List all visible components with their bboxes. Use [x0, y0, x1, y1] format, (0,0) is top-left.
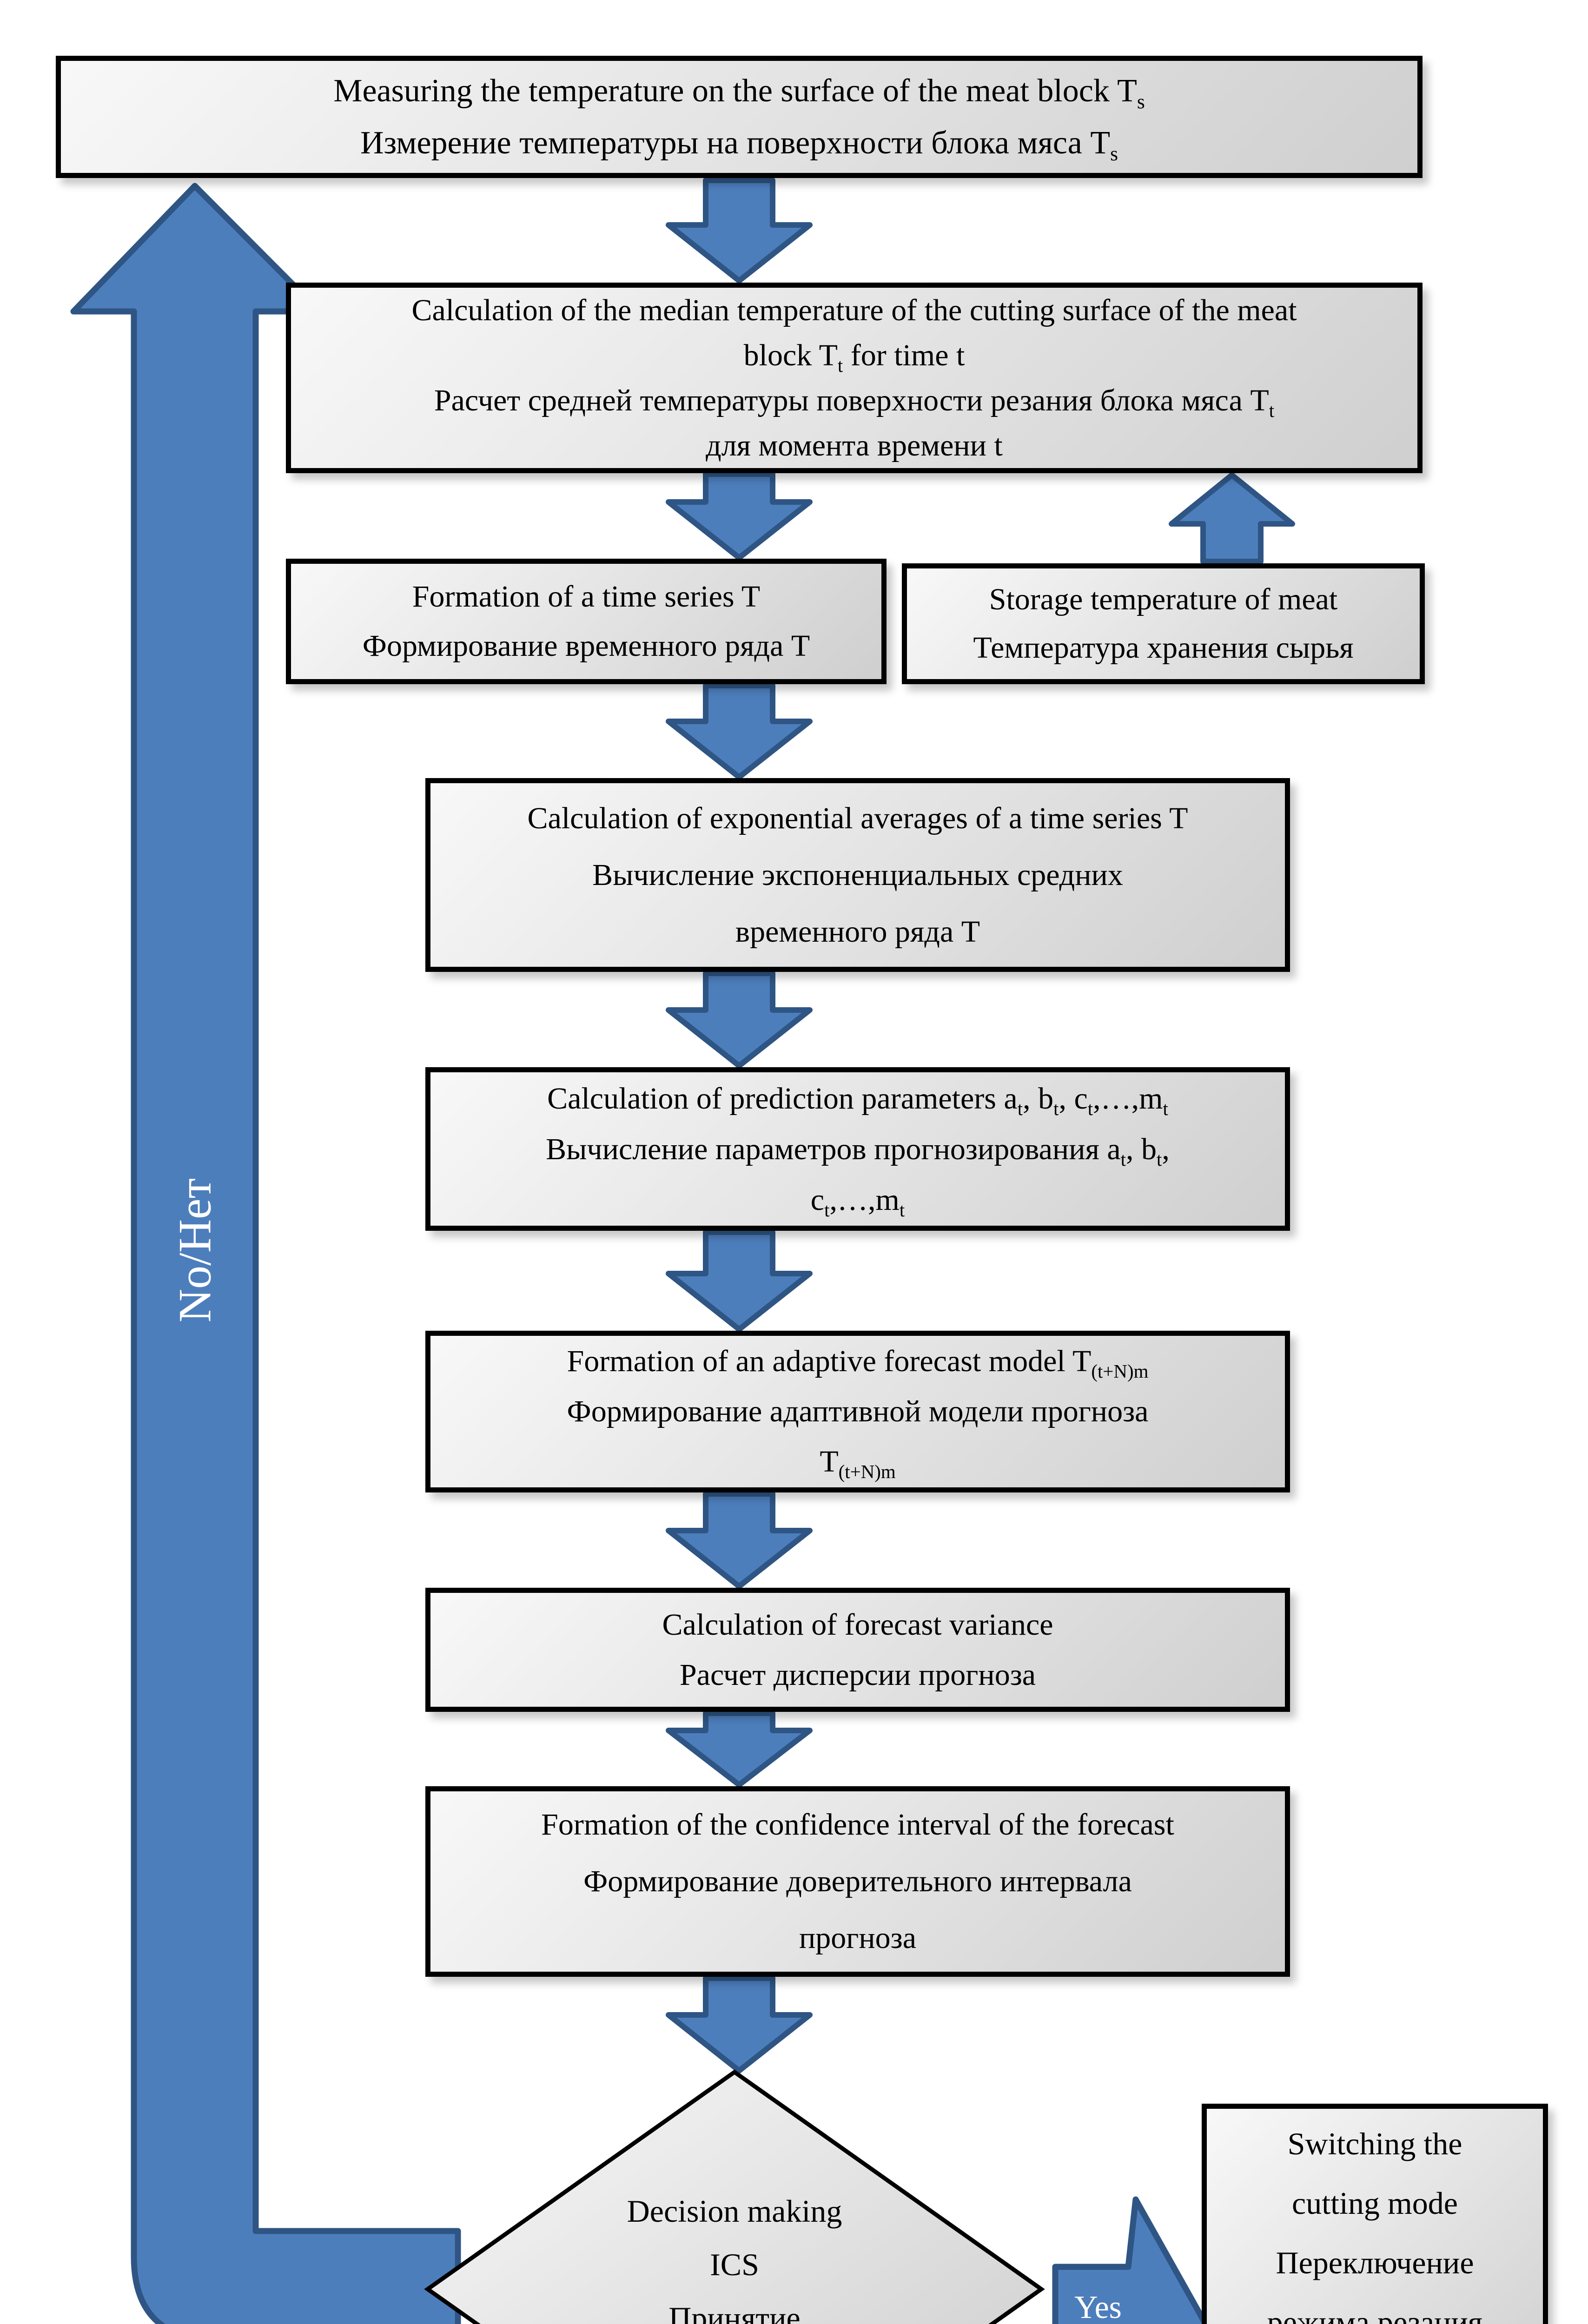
- down-arrow-icon: [666, 178, 813, 284]
- down-arrow-icon: [666, 1710, 813, 1788]
- down-arrow-icon: [666, 971, 813, 1069]
- step-prediction-parameters: Calculation of prediction parameters at,…: [425, 1067, 1290, 1231]
- step-exponential-averages-text: Calculation of exponential averages of a…: [527, 801, 1188, 949]
- no-branch-label: No/Нет: [169, 1178, 221, 1323]
- step-measure-surface-temperature: Measuring the temperature on the surface…: [56, 56, 1423, 178]
- step-median-cutting-temperature-text: Calculation of the median temperature of…: [411, 293, 1297, 462]
- decision-diamond-text: Decision makingICSПринятиерешения ИСУ: [627, 2193, 842, 2324]
- yes-branch-label-en: Yes: [1074, 2290, 1122, 2324]
- step-confidence-interval-text: Formation of the confidence interval of …: [541, 1808, 1174, 1955]
- step-exponential-averages: Calculation of exponential averages of a…: [425, 778, 1290, 972]
- decision-diamond: [424, 2069, 1045, 2324]
- step-median-cutting-temperature: Calculation of the median temperature of…: [286, 283, 1423, 473]
- yes-branch-label: Yes Да: [1061, 2283, 1135, 2324]
- yes-arrow: [1052, 2196, 1209, 2324]
- down-arrow-icon: [666, 471, 813, 561]
- down-arrow-icon: [666, 683, 813, 780]
- no-feedback-loop-arrow: [70, 183, 461, 2324]
- step-measure-surface-temperature-text: Measuring the temperature on the surface…: [333, 73, 1145, 165]
- down-arrow-icon: [666, 1491, 813, 1589]
- step-adaptive-forecast-model-text: Formation of an adaptive forecast model …: [567, 1344, 1149, 1483]
- down-arrow-icon: [666, 1975, 813, 2073]
- step-adaptive-forecast-model: Formation of an adaptive forecast model …: [425, 1331, 1290, 1492]
- step-prediction-parameters-text: Calculation of prediction parameters at,…: [546, 1081, 1170, 1221]
- up-arrow-icon: [1169, 472, 1295, 564]
- step-confidence-interval: Formation of the confidence interval of …: [425, 1786, 1290, 1977]
- down-arrow-icon: [666, 1229, 813, 1332]
